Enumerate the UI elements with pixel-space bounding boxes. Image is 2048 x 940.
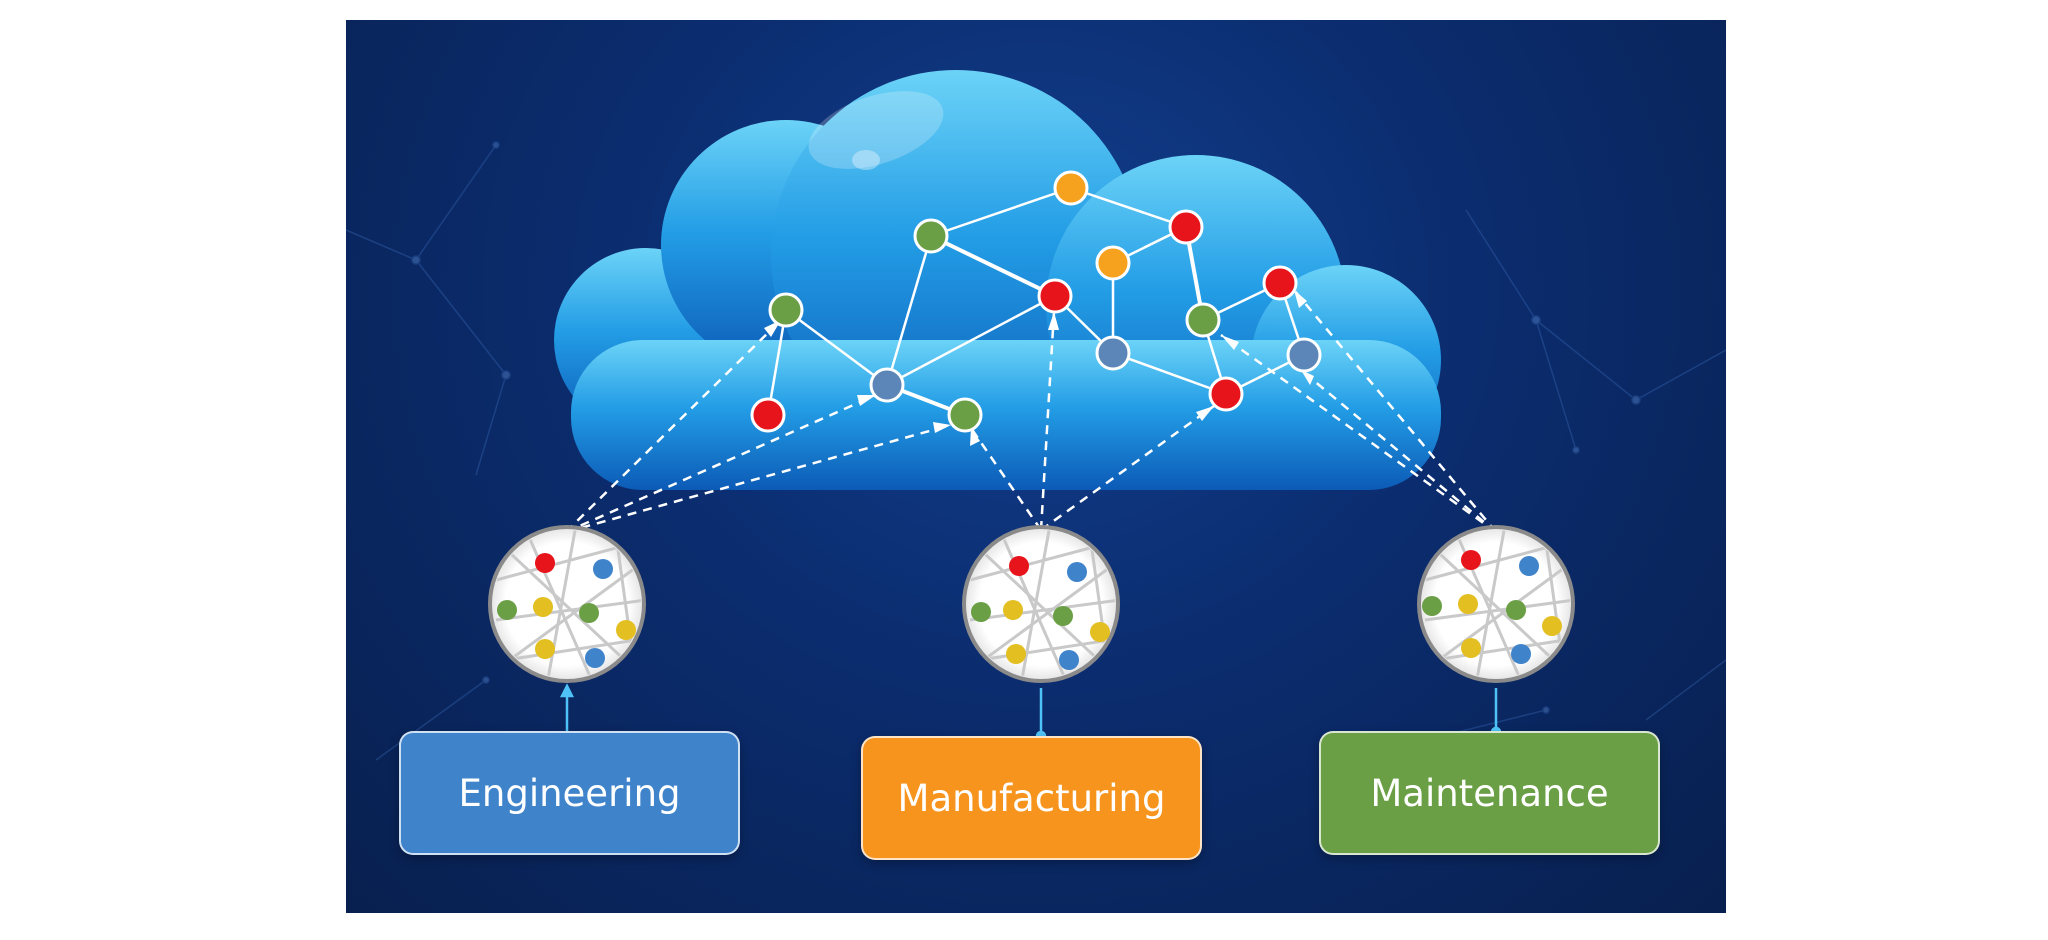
node-green: [768, 292, 804, 328]
node-blue: [1095, 335, 1131, 371]
manufacturing-box: Manufacturing: [861, 736, 1202, 860]
node-blue: [1286, 337, 1322, 373]
node-orange: [1053, 170, 1089, 206]
node-red: [1168, 209, 1204, 245]
node-blue: [869, 367, 905, 403]
engineering-box: Engineering: [399, 731, 740, 855]
maintenance-label: Maintenance: [1370, 771, 1609, 815]
background-network: [346, 141, 1726, 761]
diagram-panel: Engineering Manufacturing Maintenance: [346, 20, 1726, 913]
node-red: [750, 397, 786, 433]
data-source-manufacturing: [962, 525, 1120, 683]
data-source-maintenance: [1417, 525, 1575, 683]
data-source-engineering: [488, 525, 646, 683]
node-green: [913, 218, 949, 254]
cloud: [554, 70, 1441, 490]
maintenance-box: Maintenance: [1319, 731, 1660, 855]
node-green: [1185, 302, 1221, 338]
manufacturing-label: Manufacturing: [897, 776, 1166, 820]
node-red: [1037, 278, 1073, 314]
diagram-canvas: [346, 70, 1726, 761]
node-green: [947, 397, 983, 433]
node-orange: [1095, 245, 1131, 281]
node-red: [1208, 376, 1244, 412]
data-flow-arrows: [565, 289, 1497, 534]
cloud-network-nodes: [750, 170, 1322, 433]
engineering-label: Engineering: [458, 771, 681, 815]
arrow-heads: [764, 290, 1314, 446]
node-red: [1262, 265, 1298, 301]
